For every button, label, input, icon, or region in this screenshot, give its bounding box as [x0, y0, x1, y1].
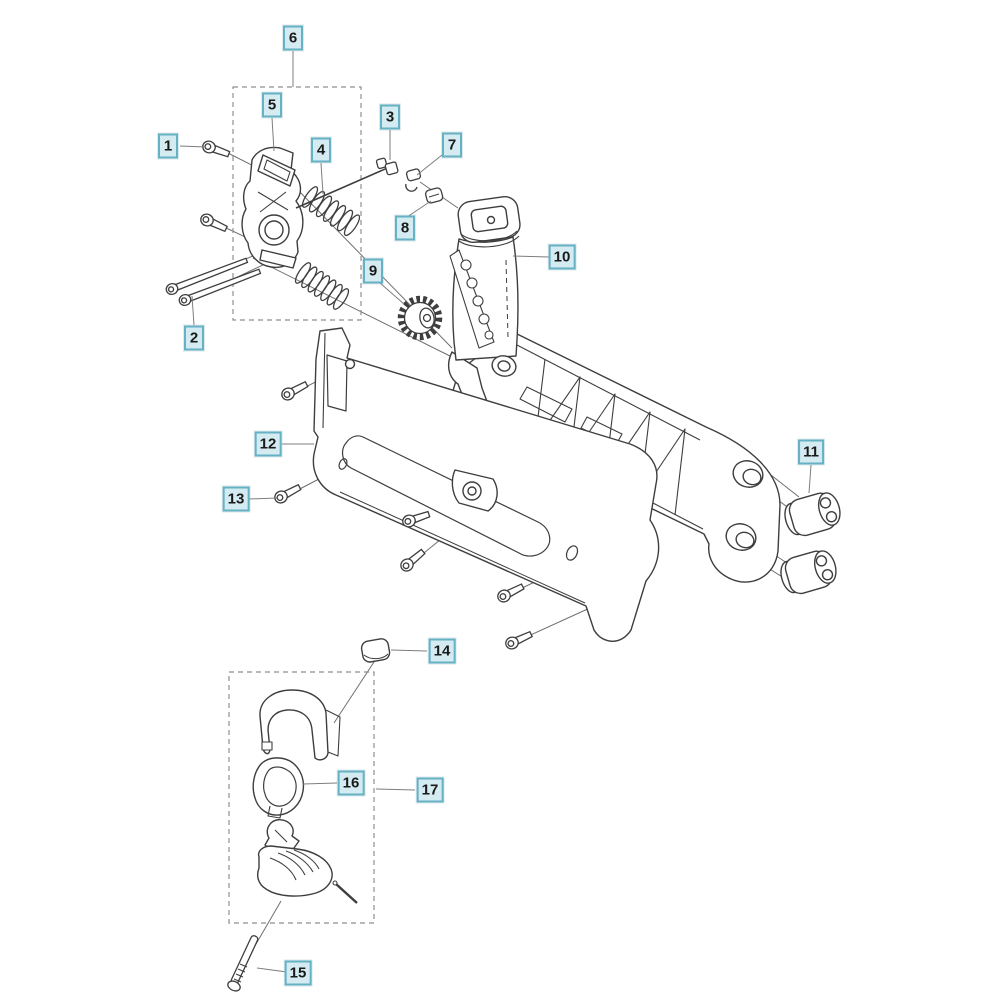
callout-12[interactable]: 12 [254, 431, 282, 457]
leader-lines [179, 51, 812, 973]
part-upper-shell [259, 689, 341, 761]
callout-1[interactable]: 1 [158, 133, 178, 159]
callout-16[interactable]: 16 [337, 770, 365, 796]
callout-10[interactable]: 10 [548, 244, 576, 270]
group-box-6 [232, 86, 362, 321]
part-dampers [780, 492, 841, 595]
callout-11[interactable]: 11 [798, 439, 824, 465]
callout-14[interactable]: 14 [428, 638, 456, 664]
part-bracket [241, 146, 304, 269]
part-handlebar-cover [312, 327, 660, 642]
part-rod-and-nuts [295, 157, 399, 209]
part-lower-shell [257, 845, 358, 904]
group-box-17 [228, 671, 375, 924]
callout-9[interactable]: 9 [363, 258, 383, 284]
callout-6[interactable]: 6 [283, 25, 303, 51]
part-cap [360, 638, 391, 663]
callout-15[interactable]: 15 [284, 960, 312, 986]
callout-3[interactable]: 3 [380, 104, 400, 130]
part-handle-grip [447, 196, 521, 421]
callout-17[interactable]: 17 [416, 777, 444, 803]
callout-7[interactable]: 7 [442, 132, 462, 158]
part-7-cap [405, 168, 422, 192]
part-springs [294, 186, 361, 310]
part-8-block [424, 187, 444, 204]
part-loop-lever [252, 757, 305, 819]
callout-5[interactable]: 5 [262, 92, 282, 118]
callout-4[interactable]: 4 [311, 137, 331, 163]
part-long-bolt [227, 935, 259, 992]
callout-13[interactable]: 13 [222, 486, 250, 512]
callout-8[interactable]: 8 [395, 215, 415, 241]
part-knurled-nut [397, 295, 443, 341]
callout-2[interactable]: 2 [184, 325, 204, 351]
